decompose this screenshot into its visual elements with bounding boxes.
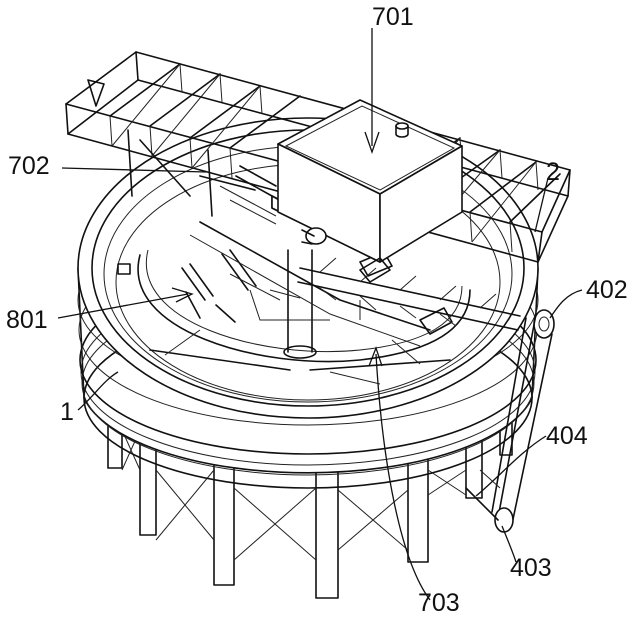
leader-702 [61,167,207,173]
leader-1 [77,371,119,411]
leader-arrow-801 [171,287,194,303]
label-402: 402 [586,276,628,304]
leader-lines [57,28,583,601]
label-703: 703 [418,589,460,617]
leader-801 [57,293,189,319]
label-702: 702 [8,152,50,180]
label-2: 2 [546,158,560,186]
label-404: 404 [546,422,588,450]
label-1: 1 [60,398,74,426]
label-403: 403 [510,554,552,582]
reference-numerals: 701 702 2 402 801 1 404 403 703 [6,3,628,617]
label-701: 701 [372,3,414,31]
drive-box [219,99,463,283]
chain-drive [465,309,555,533]
leader-703 [375,353,431,601]
leader-2 [534,177,549,233]
label-801: 801 [6,306,48,334]
leader-403 [501,525,517,563]
leader-404 [475,435,547,497]
leader-402 [549,289,583,319]
leader-arrow-701 [364,131,380,154]
leader-arrow-703 [368,346,383,367]
